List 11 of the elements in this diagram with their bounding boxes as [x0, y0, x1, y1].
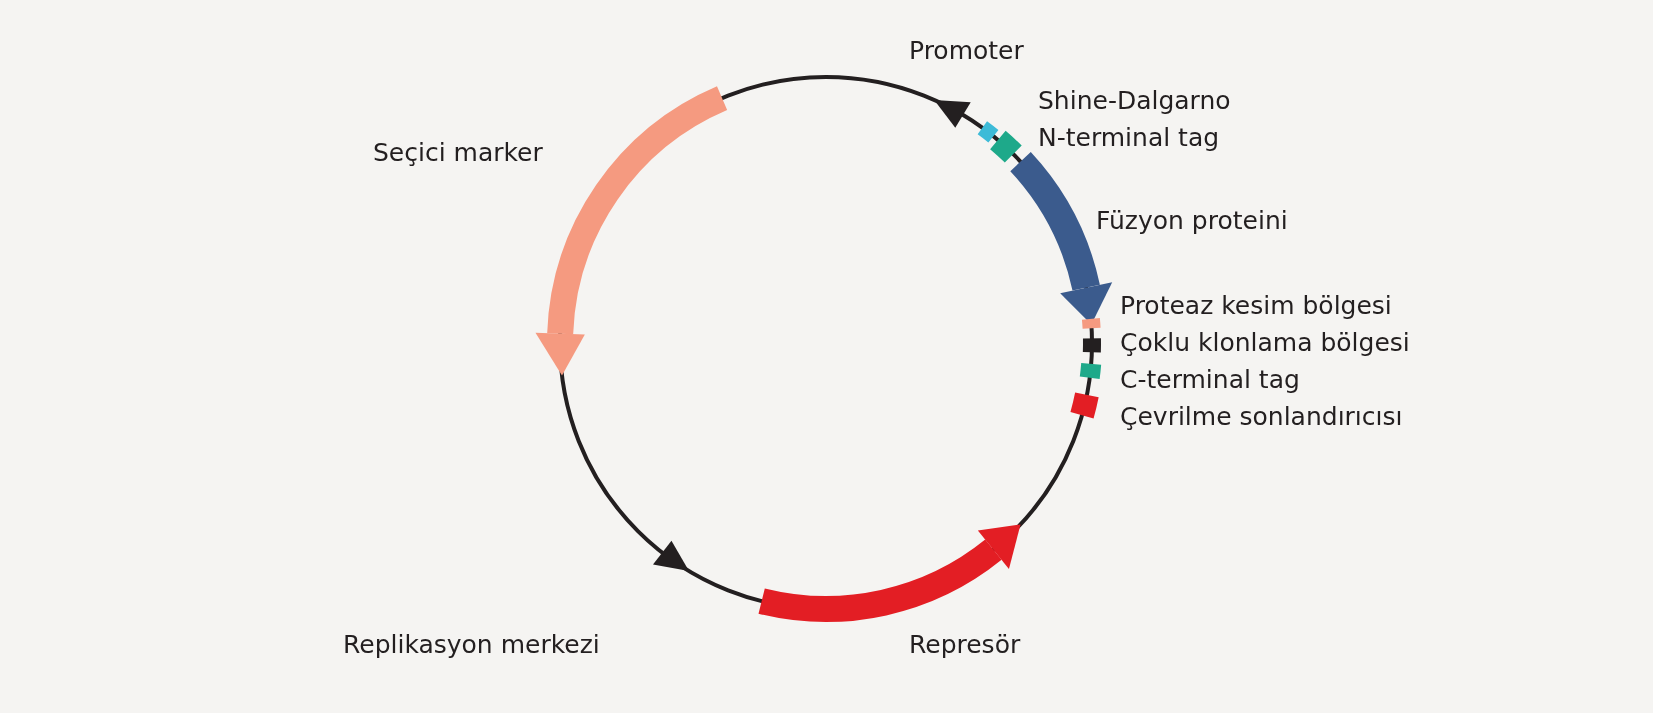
feature-label: Çoklu klonlama bölgesi — [1120, 328, 1410, 358]
feature-label: C-terminal tag — [1120, 365, 1300, 395]
feature-label: N-terminal tag — [1038, 123, 1220, 153]
feature-label: Shine-Dalgarno — [1038, 86, 1231, 116]
feature-label: Seçici marker — [373, 138, 543, 168]
feature-label: Replikasyon merkezi — [343, 630, 600, 660]
feature-label: Represör — [909, 630, 1021, 660]
feature-label: Promoter — [909, 36, 1024, 66]
feature-label: Proteaz kesim bölgesi — [1120, 291, 1392, 321]
feature-label: Füzyon proteini — [1096, 206, 1288, 236]
feature-label: Çevrilme sonlandırıcısı — [1120, 402, 1403, 432]
